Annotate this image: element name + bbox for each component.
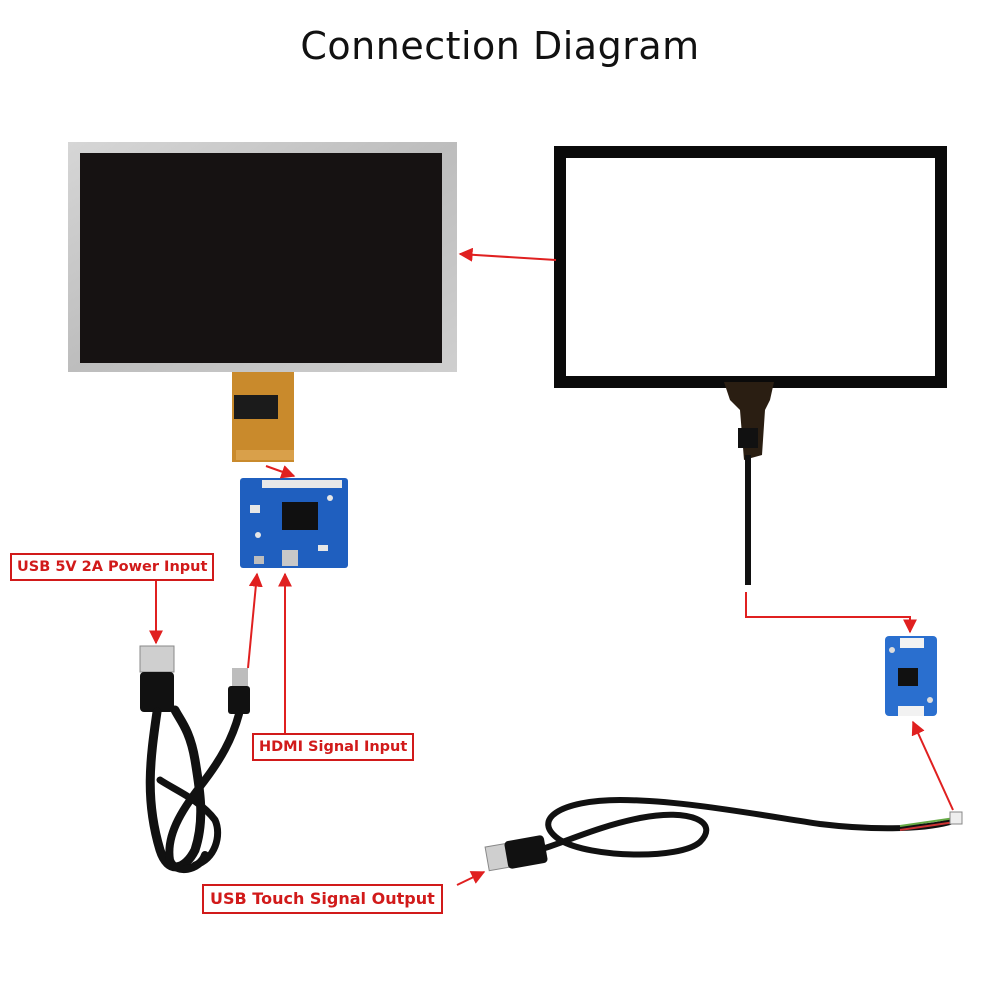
touch-panel bbox=[554, 146, 947, 585]
hdmi-driver-board bbox=[240, 478, 348, 568]
touch-fpc-ribbon bbox=[745, 455, 751, 585]
arrow-touch-fpc-to-controller bbox=[745, 592, 917, 634]
arrow-fpc-to-board bbox=[265, 465, 296, 479]
diagram-title: Connection Diagram bbox=[300, 24, 700, 68]
touch-output-label: USB Touch Signal Output bbox=[202, 884, 443, 914]
usb-power-cable bbox=[139, 645, 250, 873]
arrow-power-cable-to-board bbox=[247, 572, 263, 669]
usb-touch-cable bbox=[484, 796, 963, 872]
hdmi-input-label: HDMI Signal Input bbox=[252, 733, 415, 761]
touch-controller-board bbox=[885, 636, 937, 716]
lcd-screen bbox=[80, 153, 442, 363]
lcd-display-panel bbox=[68, 142, 457, 462]
lcd-fpc-cable bbox=[232, 372, 294, 462]
touch-glass bbox=[554, 146, 947, 388]
arrow-touch-to-lcd bbox=[458, 247, 557, 262]
micro-usb-plug-icon bbox=[232, 668, 248, 686]
arrow-touch-label-to-usb bbox=[456, 871, 486, 886]
touch-fpc-tail bbox=[724, 382, 774, 460]
arrow-cable-to-controller bbox=[911, 720, 954, 811]
connection-arrows bbox=[149, 247, 954, 886]
usb-a-plug-icon bbox=[139, 645, 175, 673]
power-input-label: USB 5V 2A Power Input bbox=[10, 553, 215, 581]
